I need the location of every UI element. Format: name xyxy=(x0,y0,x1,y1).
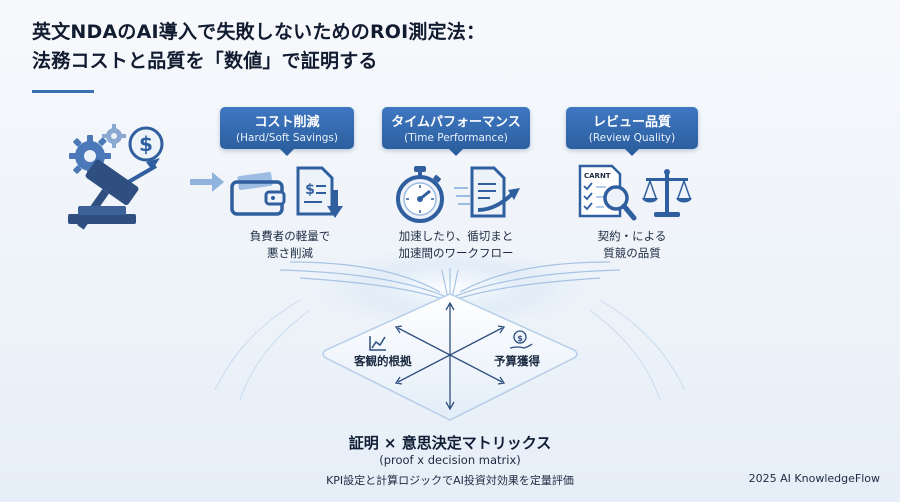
checklist-caption: CARNT xyxy=(584,172,611,180)
svg-text:$: $ xyxy=(517,334,523,343)
review-quality-label: レビュー品質 (Review Quality) xyxy=(566,107,698,156)
title-line-2: 法務コストと品質を「数値」で証明する xyxy=(32,50,378,72)
quality-desc-line1: 契約・による xyxy=(597,229,667,243)
objective-evidence-label: 客観的根拠 xyxy=(354,354,412,368)
arrow-right-icon xyxy=(190,170,226,194)
title-underline xyxy=(32,90,94,93)
matrix-title: 証明 × 意思決定マトリックス xyxy=(348,434,552,452)
svg-text:$: $ xyxy=(305,182,315,198)
cost-desc-line2: 悪さ削減 xyxy=(267,246,313,260)
review-quality-description: 契約・による 質競の品質 xyxy=(566,228,698,262)
cost-reduction-label: コスト削減 (Hard/Soft Savings) xyxy=(220,107,354,156)
cost-desc-line1: 負費者の軽量で xyxy=(249,229,331,243)
gavel-gears-dollar-icon: $ xyxy=(60,118,192,236)
budget-coin-icon: $ xyxy=(509,330,533,349)
cost-reduction-subtitle: (Hard/Soft Savings) xyxy=(236,132,338,144)
time-desc-line1: 加速したり、循切まと xyxy=(398,229,514,243)
cost-reduction-title: コスト削減 xyxy=(254,115,320,130)
stopwatch-icon xyxy=(392,164,448,224)
title-line-1: 英文NDAのAI導入で失敗しないためのROI測定法： xyxy=(32,21,486,43)
time-desc-line2: 加速間のワークフロー xyxy=(398,246,514,260)
time-performance-label: タイムパフォーマンス (Time Performance) xyxy=(382,107,530,156)
budget-acquisition-label: 予算獲得 xyxy=(494,354,540,368)
cost-reduction-description: 負費者の軽量で 悪さ削減 xyxy=(230,228,350,262)
matrix-note: KPI設定と計算ロジックでAI投資対効果を定量評価 xyxy=(326,474,574,487)
review-quality-title: レビュー品質 xyxy=(592,115,671,130)
matrix-subtitle: (proof x decision matrix) xyxy=(379,453,521,467)
time-performance-title: タイムパフォーマンス xyxy=(391,115,521,130)
scales-icon xyxy=(640,166,694,220)
quality-desc-line2: 質競の品質 xyxy=(603,246,661,260)
time-performance-subtitle: (Time Performance) xyxy=(404,132,508,144)
time-performance-description: 加速したり、循切まと 加速間のワークフロー xyxy=(382,228,530,262)
wallet-icon xyxy=(230,170,290,218)
checklist-magnifier-icon: CARNT xyxy=(576,162,638,224)
review-quality-subtitle: (Review Quality) xyxy=(588,132,676,144)
decision-matrix-diamond: $ 客観的根拠 予算獲得 xyxy=(318,290,582,425)
credit-text: 2025 AI KnowledgeFlow xyxy=(748,472,880,485)
invoice-down-icon: $ xyxy=(294,166,346,222)
document-forward-icon xyxy=(454,164,528,222)
growth-chart-icon xyxy=(369,336,386,351)
svg-text:$: $ xyxy=(139,132,153,156)
page-title: 英文NDAのAI導入で失敗しないためのROI測定法： 法務コストと品質を「数値」… xyxy=(32,18,485,76)
